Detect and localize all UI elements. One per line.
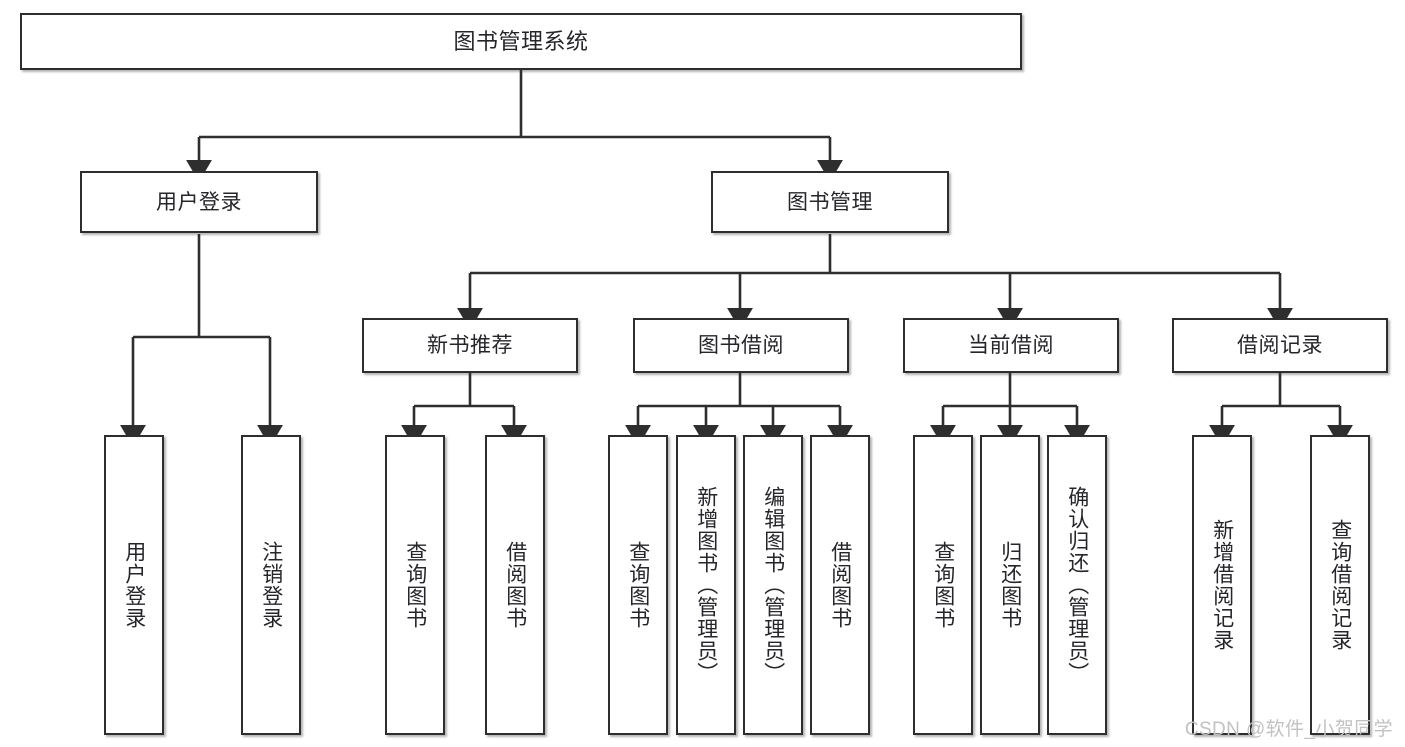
leaf-label: 查询图书 [626, 541, 650, 629]
leaf-label: 编辑图书（管理员） [761, 486, 785, 684]
leaf-label: 查询借阅记录 [1328, 519, 1352, 651]
leaf-label: 新增图书（管理员） [694, 486, 718, 684]
node-borrow-record[interactable]: 借阅记录 [1172, 318, 1388, 373]
leaf-current-borrow-confirm-return[interactable]: 确认归还（管理员） [1047, 435, 1107, 735]
node-book-borrow-label: 图书借阅 [698, 334, 784, 357]
leaf-book-borrow-add[interactable]: 新增图书（管理员） [676, 435, 736, 735]
leaf-new-book-borrow[interactable]: 借阅图书 [485, 435, 545, 735]
leaf-label: 查询图书 [403, 541, 427, 629]
leaf-borrow-record-add[interactable]: 新增借阅记录 [1192, 435, 1252, 735]
leaf-label: 新增借阅记录 [1210, 519, 1234, 651]
leaf-user-login-logout[interactable]: 注销登录 [241, 435, 301, 735]
leaf-label: 归还图书 [998, 541, 1022, 629]
node-user-login-label: 用户登录 [156, 190, 242, 214]
node-borrow-record-label: 借阅记录 [1237, 334, 1323, 357]
node-root[interactable]: 图书管理系统 [20, 13, 1022, 70]
node-current-borrow[interactable]: 当前借阅 [903, 318, 1119, 373]
leaf-book-borrow-query[interactable]: 查询图书 [608, 435, 668, 735]
leaf-current-borrow-query[interactable]: 查询图书 [913, 435, 973, 735]
node-user-login[interactable]: 用户登录 [80, 171, 318, 233]
leaf-label: 注销登录 [259, 541, 283, 629]
node-new-book-recommend[interactable]: 新书推荐 [362, 318, 578, 373]
leaf-current-borrow-return[interactable]: 归还图书 [980, 435, 1040, 735]
leaf-label: 用户登录 [122, 541, 146, 629]
node-root-label: 图书管理系统 [453, 28, 589, 54]
leaf-label: 查询图书 [931, 541, 955, 629]
node-book-management[interactable]: 图书管理 [711, 171, 949, 233]
leaf-user-login-login[interactable]: 用户登录 [104, 435, 164, 735]
leaf-book-borrow-edit[interactable]: 编辑图书（管理员） [743, 435, 803, 735]
node-current-borrow-label: 当前借阅 [968, 334, 1054, 357]
leaf-label: 借阅图书 [503, 541, 527, 629]
leaf-label: 借阅图书 [828, 541, 852, 629]
node-new-book-recommend-label: 新书推荐 [427, 334, 513, 357]
leaf-borrow-record-query[interactable]: 查询借阅记录 [1310, 435, 1370, 735]
leaf-book-borrow-borrow[interactable]: 借阅图书 [810, 435, 870, 735]
leaf-new-book-query[interactable]: 查询图书 [385, 435, 445, 735]
node-book-borrow[interactable]: 图书借阅 [633, 318, 849, 373]
node-book-management-label: 图书管理 [787, 190, 873, 214]
watermark: CSDN @软件_小贺同学 [1184, 719, 1393, 740]
leaf-label: 确认归还（管理员） [1065, 486, 1089, 684]
